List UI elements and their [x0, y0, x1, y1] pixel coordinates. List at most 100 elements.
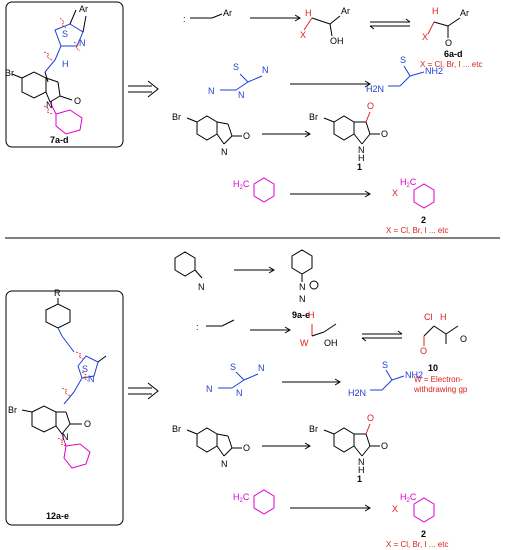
ar-synthon: Ar	[223, 8, 232, 18]
enol-oh-2: OH	[324, 338, 338, 348]
benzyl-h2c-2: H2C	[233, 492, 250, 504]
compound-12-box	[5, 290, 124, 526]
benzyl-ch2: H2C	[400, 177, 417, 189]
isatin-synthon-2	[186, 427, 242, 457]
product-2-xlist-bottom: X = Cl, Br, I ... etc	[386, 540, 448, 549]
benzyl-h2c: H2C	[233, 179, 250, 191]
ketone-x: X	[422, 32, 428, 42]
n-synthon-isatin-2: N	[221, 459, 228, 469]
n-synthon-1: N	[262, 65, 269, 75]
br-isatin-2: Br	[309, 424, 318, 434]
n-12-label: N	[88, 374, 95, 384]
ar-label: Ar	[79, 4, 88, 14]
benzyl-x-2: X	[392, 504, 398, 514]
retro-arrow-bottom	[128, 382, 159, 400]
o-label: O	[74, 96, 81, 106]
product-2-top: 2	[421, 215, 426, 225]
w-note-1: W = Electron-	[414, 375, 463, 384]
s-12-label: S	[82, 364, 88, 374]
nh-label: H	[62, 59, 69, 69]
product-2-bottom: 2	[421, 529, 426, 539]
product-6-xlist: X = Cl, Br, I ... etc	[420, 60, 482, 69]
compound-7-structure	[11, 9, 87, 135]
ketone-ar: Ar	[460, 8, 469, 18]
s-synthon: S	[233, 62, 239, 72]
nh2-product-2: NH2	[405, 370, 423, 380]
n-isatin-label: N	[46, 100, 53, 110]
o-red-isatin: O	[367, 101, 374, 111]
product-9-label: 9a-e	[292, 310, 310, 320]
n-12-isatin: N	[62, 432, 69, 442]
br-isatin: Br	[309, 112, 318, 122]
n-diazo-1: N	[198, 282, 205, 292]
compound-12-structure	[21, 298, 107, 469]
synthon-cation: :	[183, 14, 186, 24]
s-product-2: S	[382, 360, 388, 370]
o-isatin-2: O	[381, 441, 388, 451]
isatin-product-2	[323, 423, 380, 457]
h2n-product-2: H2N	[348, 388, 366, 398]
phenyl-ring-1	[174, 251, 196, 277]
n-diazo-3: N	[299, 294, 306, 304]
benzyl-ring	[253, 177, 275, 203]
ketone-o-2: O	[460, 334, 467, 344]
br-12-label: Br	[8, 405, 17, 415]
benzyl-ch2-2: H2C	[400, 492, 417, 504]
n-synthon-3: N	[208, 86, 215, 96]
r-label: R	[54, 288, 61, 298]
product-1-bottom: 1	[357, 474, 362, 484]
equilibrium-arrow-2	[361, 330, 403, 342]
compound-7-label: 7a-d	[50, 135, 69, 145]
ketone-h2: H	[432, 6, 439, 16]
h2n-product: H2N	[366, 84, 384, 94]
enol-x: X	[300, 30, 306, 40]
w-note-2: withdrawing gp	[413, 385, 468, 394]
benzyl-x: X	[392, 188, 398, 198]
thiosemicarbazide-synthon	[220, 73, 263, 91]
isatin-product	[323, 111, 380, 145]
enol-ar: Ar	[341, 6, 350, 16]
compound-7-box	[5, 1, 124, 148]
nh-isatin-h: H	[358, 153, 365, 163]
compound-12-label: 12a-e	[46, 511, 69, 521]
s-label: S	[62, 29, 68, 39]
enol-oh: OH	[330, 36, 344, 46]
n-synthon-2b: N	[236, 388, 243, 398]
enol-w: W	[300, 338, 309, 348]
thiosemicarbazide-synthon-2	[218, 371, 259, 389]
n-synthon: N	[221, 147, 228, 157]
enol-h: H	[305, 8, 312, 18]
n-diazo-2: N	[299, 282, 306, 292]
n-label: N	[79, 38, 86, 48]
o-12-label: O	[84, 419, 91, 429]
s-product: S	[400, 55, 406, 65]
product-2-xlist-top: X = Cl, Br, I ... etc	[386, 226, 448, 235]
synthon-cation-2: :	[196, 322, 199, 332]
phenyl-ring-2	[291, 249, 313, 275]
enol-h-2: H	[308, 310, 315, 320]
ketone-o-red: O	[420, 346, 427, 356]
o-synthon: O	[243, 131, 250, 141]
nh-isatin-h-2: H	[358, 465, 365, 475]
o-red-isatin-2: O	[367, 413, 374, 423]
nh2-product: NH2	[425, 66, 443, 76]
product-6-label: 6a-d	[444, 49, 463, 59]
product-10-label: 10	[428, 363, 438, 373]
s-synthon-2: S	[230, 362, 236, 372]
isatin-synthon	[186, 115, 242, 145]
n-synthon-2c: N	[206, 384, 213, 394]
n-synthon-2: N	[238, 90, 245, 100]
n-synthon-2a: N	[258, 363, 265, 373]
br-synthon: Br	[172, 112, 181, 122]
equilibrium-arrow-1	[369, 18, 411, 30]
ketone-cl: Cl	[424, 312, 433, 322]
retro-arrow-top	[128, 80, 159, 98]
product-1-top: 1	[357, 162, 362, 172]
nh-isatin-n: N	[358, 145, 365, 155]
o-isatin: O	[381, 129, 388, 139]
o-synthon-2: O	[243, 443, 250, 453]
benzyl-ring-2	[253, 489, 275, 515]
nh-isatin-n-2: N	[358, 457, 365, 467]
br-synthon-2: Br	[172, 424, 181, 434]
